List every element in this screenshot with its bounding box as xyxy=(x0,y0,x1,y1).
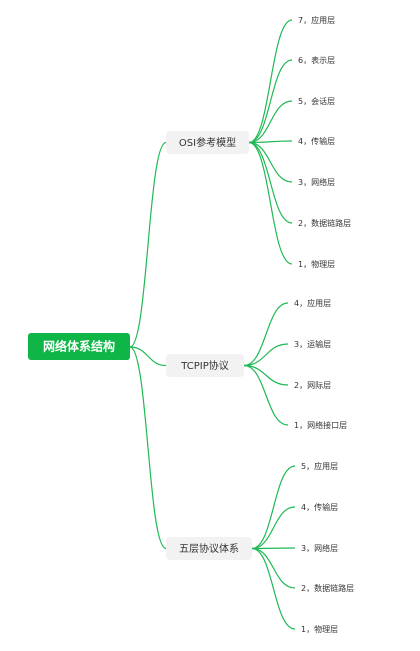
root-connector xyxy=(129,346,167,367)
branch-node-label: TCPIP协议 xyxy=(180,359,229,372)
leaf-connector xyxy=(248,19,293,144)
leaf-node-label[interactable]: 5，会话层 xyxy=(298,96,335,106)
leaf-connector xyxy=(243,364,289,386)
leaf-node-label[interactable]: 2，网际层 xyxy=(294,381,331,390)
branch-node-label: OSI参考模型 xyxy=(179,136,236,149)
root-node-label: 网络体系结构 xyxy=(43,339,115,354)
branch-node-tcpip[interactable]: TCPIP协议 xyxy=(166,354,244,377)
leaf-node-label[interactable]: 7，应用层 xyxy=(298,15,335,25)
leaf-node-label[interactable]: 3，运输层 xyxy=(294,339,331,349)
osi-leaves: 7，应用层 6，表示层 5，会话层 4，传输层 3，网络层 2，数据链路层 1，… xyxy=(298,15,351,269)
leaf-connector xyxy=(251,547,296,550)
leaf-connector xyxy=(248,100,293,144)
leaf-node-label[interactable]: 3，网络层 xyxy=(301,543,338,553)
leaf-connector xyxy=(243,343,289,367)
leaf-connector xyxy=(248,141,293,183)
branch-node-box xyxy=(166,131,249,154)
tcpip-leaves: 4，应用层 3，运输层 2，网际层 1，网络接口层 xyxy=(294,298,347,430)
leaf-node-label[interactable]: 1，网络接口层 xyxy=(294,420,347,430)
leaf-connector xyxy=(251,506,296,550)
leaf-node-label[interactable]: 2，数据链路层 xyxy=(298,218,351,228)
leaf-node-label[interactable]: 1，物理层 xyxy=(298,259,335,269)
leaf-connector xyxy=(251,465,296,550)
branch-node-box xyxy=(166,354,244,377)
leaf-node-label[interactable]: 4，应用层 xyxy=(294,298,331,308)
five-layer-leaves: 5，应用层 4，传输层 3，网络层 2，数据链路层 1，物理层 xyxy=(301,461,354,634)
leaf-node-label[interactable]: 2，数据链路层 xyxy=(301,583,354,593)
connector-lines xyxy=(129,19,296,630)
leaf-node-label[interactable]: 6，表示层 xyxy=(298,55,335,65)
leaf-node-label[interactable]: 3，网络层 xyxy=(298,177,335,187)
leaf-node-label[interactable]: 4，传输层 xyxy=(301,502,338,512)
leaf-node-label[interactable]: 1，物理层 xyxy=(301,624,338,634)
leaf-connector xyxy=(251,547,296,589)
root-connector xyxy=(129,346,167,550)
leaf-node-label[interactable]: 4，传输层 xyxy=(298,136,335,146)
leaf-connector xyxy=(248,59,293,144)
branch-node-box xyxy=(166,537,252,560)
leaf-connector xyxy=(248,140,293,144)
leaf-node-label[interactable]: 5，应用层 xyxy=(301,461,338,471)
branch-node-label: 五层协议体系 xyxy=(179,542,239,555)
root-node[interactable]: 网络体系结构 xyxy=(28,333,130,360)
leaf-connector xyxy=(251,547,296,630)
branch-node-five-layer[interactable]: 五层协议体系 xyxy=(166,537,252,560)
root-connector xyxy=(129,141,167,348)
root-node-box xyxy=(28,333,130,360)
leaf-connector xyxy=(248,141,293,265)
leaf-connector xyxy=(243,364,289,426)
branch-node-osi[interactable]: OSI参考模型 xyxy=(166,131,249,154)
leaf-connector xyxy=(243,302,289,367)
leaf-connector xyxy=(248,141,293,224)
